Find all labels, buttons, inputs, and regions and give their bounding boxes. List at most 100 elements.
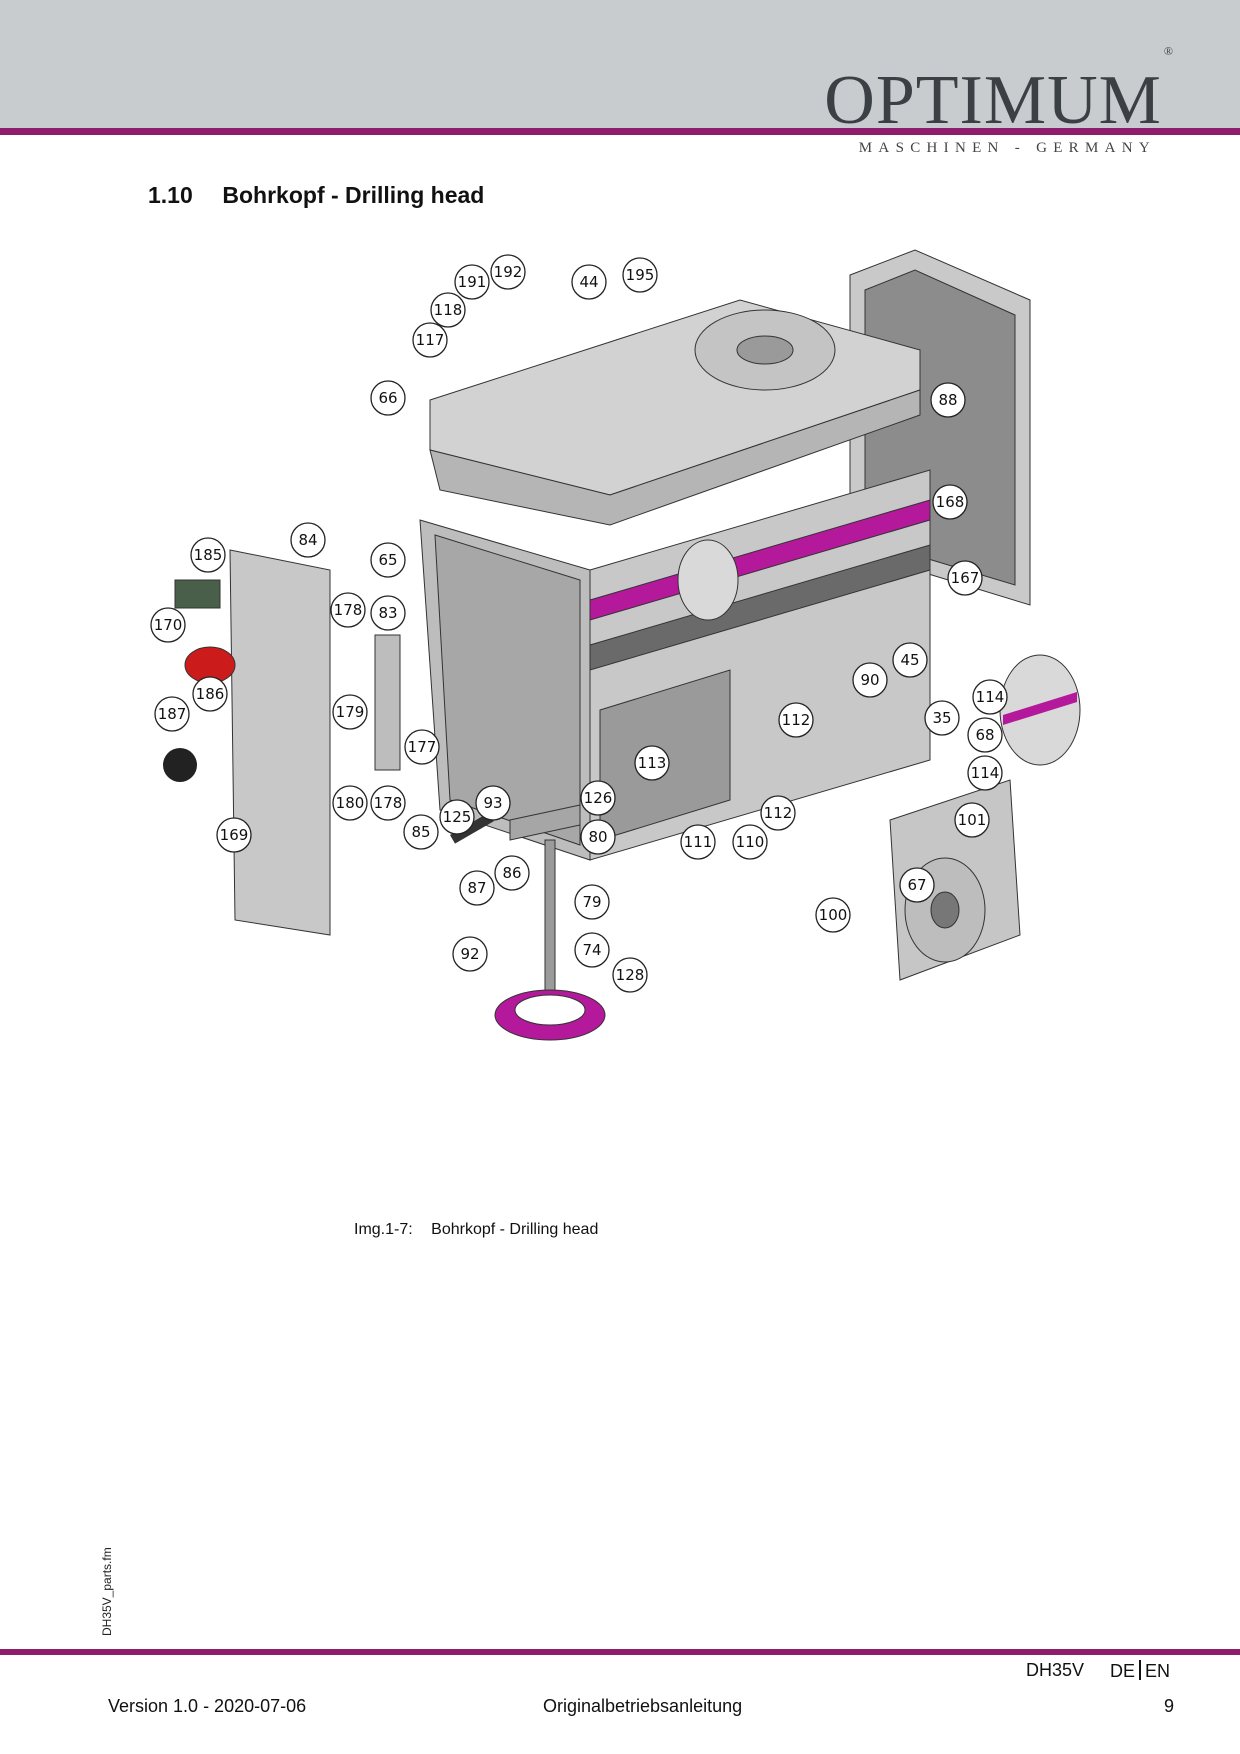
callout-label: 169 (220, 826, 249, 844)
callout-label: 125 (443, 808, 472, 826)
callout-label: 185 (194, 546, 223, 564)
registered-mark: ® (1163, 43, 1174, 58)
callout-68: 68 (967, 717, 1003, 753)
callout-label: 112 (782, 711, 811, 729)
callout-label: 167 (951, 569, 980, 587)
callout-44: 44 (571, 264, 607, 300)
brand-name: OPTIMUM (824, 62, 1162, 139)
footer-doc-type: Originalbetriebsanleitung (543, 1696, 743, 1716)
callout-label: 180 (336, 794, 365, 812)
footer-version: Version 1.0 - 2020-07-06 (108, 1696, 307, 1716)
callout-label: 66 (378, 389, 397, 407)
callout-label: 179 (336, 703, 365, 721)
header-band (0, 0, 1240, 128)
callout-label: 67 (907, 876, 926, 894)
callout-185: 185 (190, 537, 226, 573)
callout-66: 66 (370, 380, 406, 416)
callout-178: 178 (370, 785, 406, 821)
callout-111: 111 (680, 824, 716, 860)
callout-label: 83 (378, 604, 397, 622)
caption-label: Img.1-7: (354, 1221, 413, 1238)
callout-label: 100 (819, 906, 848, 924)
lang-separator (1139, 1660, 1142, 1680)
callout-label: 126 (584, 789, 613, 807)
callout-74: 74 (574, 932, 610, 968)
callout-180: 180 (332, 785, 368, 821)
callout-label: 79 (582, 893, 601, 911)
callout-label: 85 (411, 823, 430, 841)
callout-100: 100 (815, 897, 851, 933)
callout-67: 67 (899, 867, 935, 903)
callout-label: 112 (764, 804, 793, 822)
callout-110: 110 (732, 824, 768, 860)
footer-rule (0, 1649, 1240, 1655)
source-filename: DH35V_parts.fm (100, 1547, 114, 1636)
callout-118: 118 (430, 292, 466, 328)
callout-126: 126 (580, 780, 616, 816)
callout-label: 45 (900, 651, 919, 669)
lang-de: DE (1110, 1661, 1136, 1681)
callout-177: 177 (404, 729, 440, 765)
brand-subtitle: MASCHINEN - GERMANY (858, 140, 1156, 156)
callout-87: 87 (459, 870, 495, 906)
callout-label: 177 (408, 738, 437, 756)
callout-112: 112 (760, 795, 796, 831)
callout-79: 79 (574, 884, 610, 920)
callout-label: 128 (616, 966, 645, 984)
section-number: 1.10 (148, 182, 193, 208)
callout-85: 85 (403, 814, 439, 850)
callout-label: 114 (971, 764, 1000, 782)
callout-label: 44 (579, 273, 598, 291)
callout-191: 191 (454, 264, 490, 300)
callout-112: 112 (778, 702, 814, 738)
callout-label: 178 (334, 601, 363, 619)
callout-187: 187 (154, 696, 190, 732)
callout-101: 101 (954, 802, 990, 838)
callout-layer: 195 191 192 44 118 117 66 88 168 167 84 185 65 178 83 1… (150, 254, 1008, 993)
callout-label: 90 (860, 671, 879, 689)
callout-label: 65 (378, 551, 397, 569)
callout-90: 90 (852, 662, 888, 698)
callout-113: 113 (634, 745, 670, 781)
callout-label: 113 (638, 754, 667, 772)
callout-169: 169 (216, 817, 252, 853)
lang-en: EN (1145, 1661, 1171, 1681)
callout-65: 65 (370, 542, 406, 578)
callout-128: 128 (612, 957, 648, 993)
callout-114: 114 (967, 755, 1003, 791)
callout-label: 195 (626, 266, 655, 284)
callout-83: 83 (370, 595, 406, 631)
callout-label: 168 (936, 493, 965, 511)
callout-label: 191 (458, 273, 487, 291)
drilling-head-exploded-drawing: 195 191 192 44 118 117 66 88 168 167 84 185 65 178 83 1… (150, 249, 1081, 1041)
callout-label: 170 (154, 616, 183, 634)
callout-label: 74 (582, 941, 601, 959)
footer-model: DH35V (1026, 1660, 1085, 1680)
callout-label: 68 (975, 726, 994, 744)
callout-195: 195 (622, 257, 658, 293)
footer-languages: DE EN (1110, 1660, 1170, 1682)
callout-label: 192 (494, 263, 523, 281)
header-rule (0, 128, 1240, 135)
brand-logo: OPTIMUM® (824, 45, 1174, 136)
callout-label: 88 (938, 391, 957, 409)
callout-label: 187 (158, 705, 187, 723)
callout-label: 92 (460, 945, 479, 963)
section-title: Bohrkopf - Drilling head (222, 182, 485, 208)
callout-label: 118 (434, 301, 463, 319)
callout-label: 84 (298, 531, 317, 549)
callout-label: 186 (196, 685, 225, 703)
callout-186: 186 (192, 676, 228, 712)
figure-caption: Img.1-7: Bohrkopf - Drilling head (354, 1221, 598, 1239)
callout-114: 114 (972, 679, 1008, 715)
callout-label: 117 (416, 331, 445, 349)
callout-label: 80 (588, 828, 607, 846)
callout-35: 35 (924, 700, 960, 736)
callout-label: 93 (483, 794, 502, 812)
caption-text: Bohrkopf - Drilling head (431, 1221, 599, 1238)
callout-92: 92 (452, 936, 488, 972)
callout-label: 111 (684, 833, 713, 851)
callout-label: 87 (467, 879, 486, 897)
callout-label: 86 (502, 864, 521, 882)
callout-80: 80 (580, 819, 616, 855)
